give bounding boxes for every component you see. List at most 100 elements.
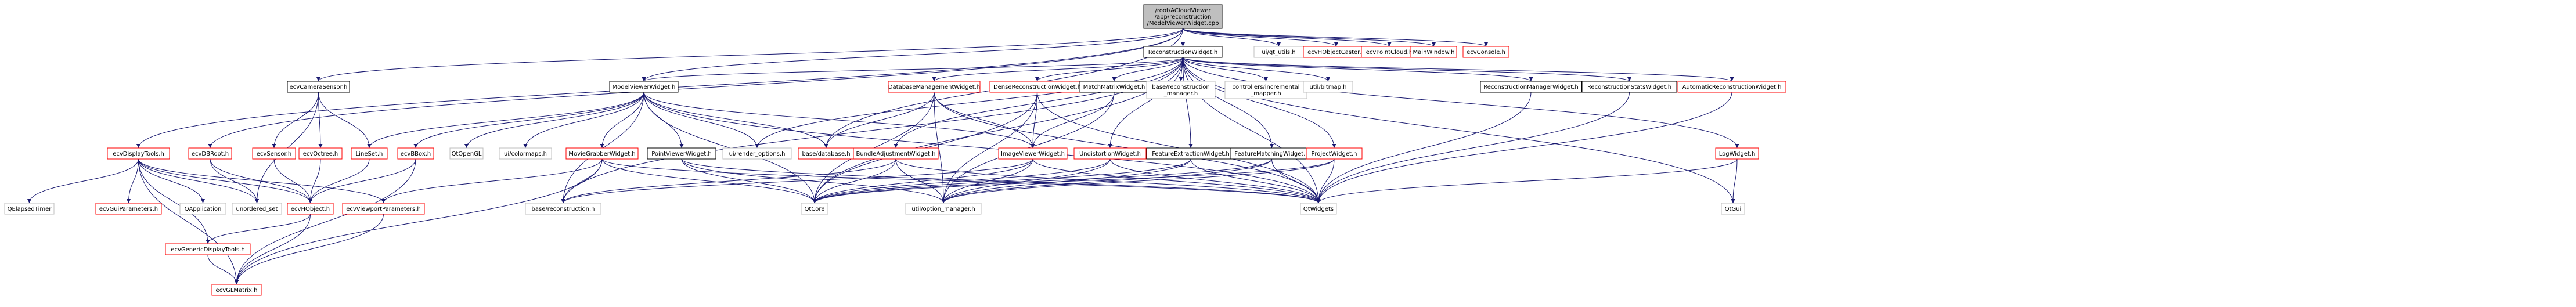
node-MainWindow[interactable]: MainWindow.h (1410, 46, 1457, 58)
node-ecvOctree[interactable]: ecvOctree.h (298, 147, 343, 160)
node-DenseReconstructionWidget[interactable]: DenseReconstructionWidget.h (989, 81, 1085, 93)
edge-ReconstructionWidget-to-QtWidgets (1183, 57, 1321, 204)
edge-ModelViewerWidget-to-LineSet (367, 92, 644, 149)
node-AutomaticReconstructionWidget[interactable]: AutomaticReconstructionWidget.h (1677, 81, 1786, 93)
edge-ImageViewerWidget-to-util_option_manager (941, 158, 1033, 204)
node-ModelViewerWidget[interactable]: ModelViewerWidget.h (609, 81, 679, 93)
edge-ecvSensor-to-ecvHObject (273, 158, 312, 204)
edge-arrow (523, 92, 644, 149)
edge-arrow (1035, 57, 1183, 82)
node-UndistortionWidget[interactable]: UndistortionWidget.h (1073, 147, 1147, 160)
edge-arrow (1183, 57, 1734, 82)
node-base_reconstruction[interactable]: base/reconstruction.h (525, 203, 601, 215)
node-label: ecvDBRoot.h (192, 151, 229, 157)
node-ecvConsole[interactable]: ecvConsole.h (1462, 46, 1509, 58)
node-ecvDisplayTools[interactable]: ecvDisplayTools.h (107, 147, 170, 160)
node-ecvHObjectCaster[interactable]: ecvHObjectCaster.h (1303, 46, 1370, 58)
edge-root-to-ecvCameraSensor (316, 28, 1183, 82)
node-base_reconstruction_manager[interactable]: base/reconstruction_manager.h (1146, 81, 1216, 99)
edge-arrow (1183, 57, 1268, 82)
edge-layer (27, 28, 1739, 285)
edge-ReconstructionWidget-to-FeatureMatchingWidget (1183, 57, 1274, 149)
node-ReconstructionStatsWidget[interactable]: ReconstructionStatsWidget.h (1581, 81, 1677, 93)
edge-FeatureMatchingWidget-to-util_option_manager (941, 158, 1272, 204)
node-label: LineSet.h (356, 151, 383, 157)
edge-BundleAdjustmentWidget-to-QtCore (812, 158, 896, 204)
node-LineSet[interactable]: LineSet.h (351, 147, 388, 160)
node-label: DenseReconstructionWidget.h (993, 84, 1081, 91)
node-ecvGuiParameters[interactable]: ecvGuiParameters.h (95, 203, 162, 215)
edge-ecvDisplayTools-to-unordered_set (138, 158, 259, 204)
node-FeatureExtractionWidget[interactable]: FeatureExtractionWidget.h (1146, 147, 1235, 160)
node-QtCore[interactable]: QtCore (801, 203, 828, 215)
node-FeatureMatchingWidget[interactable]: FeatureMatchingWidget.h (1230, 147, 1313, 160)
edge-arrow (381, 158, 603, 204)
node-qt_utils[interactable]: ui/qt_utils.h (1253, 46, 1304, 58)
edge-ReconstructionWidget-to-ui_render_options (755, 57, 1183, 149)
edge-arrow (941, 158, 1191, 204)
edge-ecvOctree-to-ecvHObject (308, 158, 321, 204)
edge-ReconstructionWidget-to-BundleAdjustmentWidget (894, 57, 1183, 149)
edge-arrow (1031, 92, 1115, 149)
node-box (1306, 147, 1363, 160)
node-box (252, 147, 296, 160)
edge-DatabaseManagementWidget-to-base_database (824, 92, 935, 149)
node-ImageViewerWidget[interactable]: ImageViewerWidget.h (998, 147, 1068, 160)
node-ecvDBRoot[interactable]: ecvDBRoot.h (188, 147, 232, 160)
edge-ImageViewerWidget-to-QtWidgets (1032, 158, 1321, 204)
edge-ModelViewerWidget-to-ui_render_options (643, 92, 759, 149)
node-ProjectWidget[interactable]: ProjectWidget.h (1306, 147, 1363, 160)
edge-arrow (600, 92, 644, 149)
edge-FeatureExtractionWidget-to-QtWidgets (1190, 158, 1321, 204)
node-PointViewerWidget[interactable]: PointViewerWidget.h (647, 147, 716, 160)
node-ecvHObject[interactable]: ecvHObject.h (287, 203, 334, 215)
edge-arrow (138, 158, 259, 204)
edge-ProjectWidget-to-util_option_manager (941, 158, 1335, 204)
edge-arrow (934, 92, 1035, 149)
edge-arrow (1183, 57, 1533, 82)
edge-ReconstructionWidget-to-FeatureExtractionWidget (1183, 57, 1193, 149)
node-ui_render_options[interactable]: ui/render_options.h (722, 147, 792, 160)
node-LogWidget[interactable]: LogWidget.h (1715, 147, 1759, 160)
node-controllers_incremental_mapper[interactable]: controllers/incremental_mapper.h (1224, 81, 1307, 99)
edge-MovieGrabberWidget-to-QtCore (601, 158, 817, 204)
node-QtWidgets[interactable]: QtWidgets (1300, 203, 1337, 215)
edge-arrow (1108, 57, 1183, 149)
node-label: QtCore (805, 206, 825, 212)
node-ecvGenericDisplayTools[interactable]: ecvGenericDisplayTools.h (165, 243, 251, 255)
node-MovieGrabberWidget[interactable]: MovieGrabberWidget.h (565, 147, 639, 160)
node-ecvPointCloud[interactable]: ecvPointCloud.h (1361, 46, 1418, 58)
node-label: ReconstructionManagerWidget.h (1483, 84, 1578, 91)
node-QtOpenGL[interactable]: QtOpenGL (449, 147, 484, 160)
node-label: ui/colormaps.h (504, 151, 547, 157)
node-QApplication[interactable]: QApplication (179, 203, 226, 215)
node-ecvCameraSensor[interactable]: ecvCameraSensor.h (287, 81, 350, 93)
node-util_option_manager[interactable]: util/option_manager.h (905, 203, 982, 215)
edge-DatabaseManagementWidget-to-util_option_manager (934, 92, 946, 204)
node-util_bitmap[interactable]: util/bitmap.h (1303, 81, 1353, 93)
edge-UndistortionWidget-to-util_option_manager (941, 158, 1111, 204)
node-BundleAdjustmentWidget[interactable]: BundleAdjustmentWidget.h (853, 147, 939, 160)
edge-arrow (1183, 57, 1330, 82)
node-ReconstructionManagerWidget[interactable]: ReconstructionManagerWidget.h (1480, 81, 1582, 93)
node-MatchMatrixWidget[interactable]: MatchMatrixWidget.h (1079, 81, 1149, 93)
node-unordered_set[interactable]: unordered_set (232, 203, 282, 215)
edge-arrow (561, 158, 603, 204)
node-QElapsedTimer[interactable]: QElapsedTimer (4, 203, 55, 215)
edge-ecvDisplayTools-to-ecvGenericDisplayTools (138, 158, 210, 244)
node-box (342, 203, 425, 215)
node-ui_colormaps[interactable]: ui/colormaps.h (499, 147, 552, 160)
node-ecvGLMatrix[interactable]: ecvGLMatrix.h (211, 284, 262, 296)
node-ecvBBox[interactable]: ecvBBox.h (397, 147, 434, 160)
node-DatabaseManagementWidget[interactable]: DatabaseManagementWidget.h (888, 81, 981, 93)
node-ecvSensor[interactable]: ecvSensor.h (252, 147, 296, 160)
edge-arrow (1183, 57, 1735, 204)
node-ecvViewportParameters[interactable]: ecvViewportParameters.h (342, 203, 425, 215)
node-label: DatabaseManagementWidget.h (888, 84, 980, 91)
edge-PointViewerWidget-to-util_option_manager (681, 158, 946, 204)
node-label: QElapsedTimer (8, 206, 52, 212)
node-ReconstructionWidget[interactable]: ReconstructionWidget.h (1143, 46, 1223, 58)
edge-FeatureMatchingWidget-to-QtWidgets (1271, 158, 1321, 204)
node-QtGui[interactable]: QtGui (1721, 203, 1745, 215)
node-base_database[interactable]: base/database.h (798, 147, 855, 160)
